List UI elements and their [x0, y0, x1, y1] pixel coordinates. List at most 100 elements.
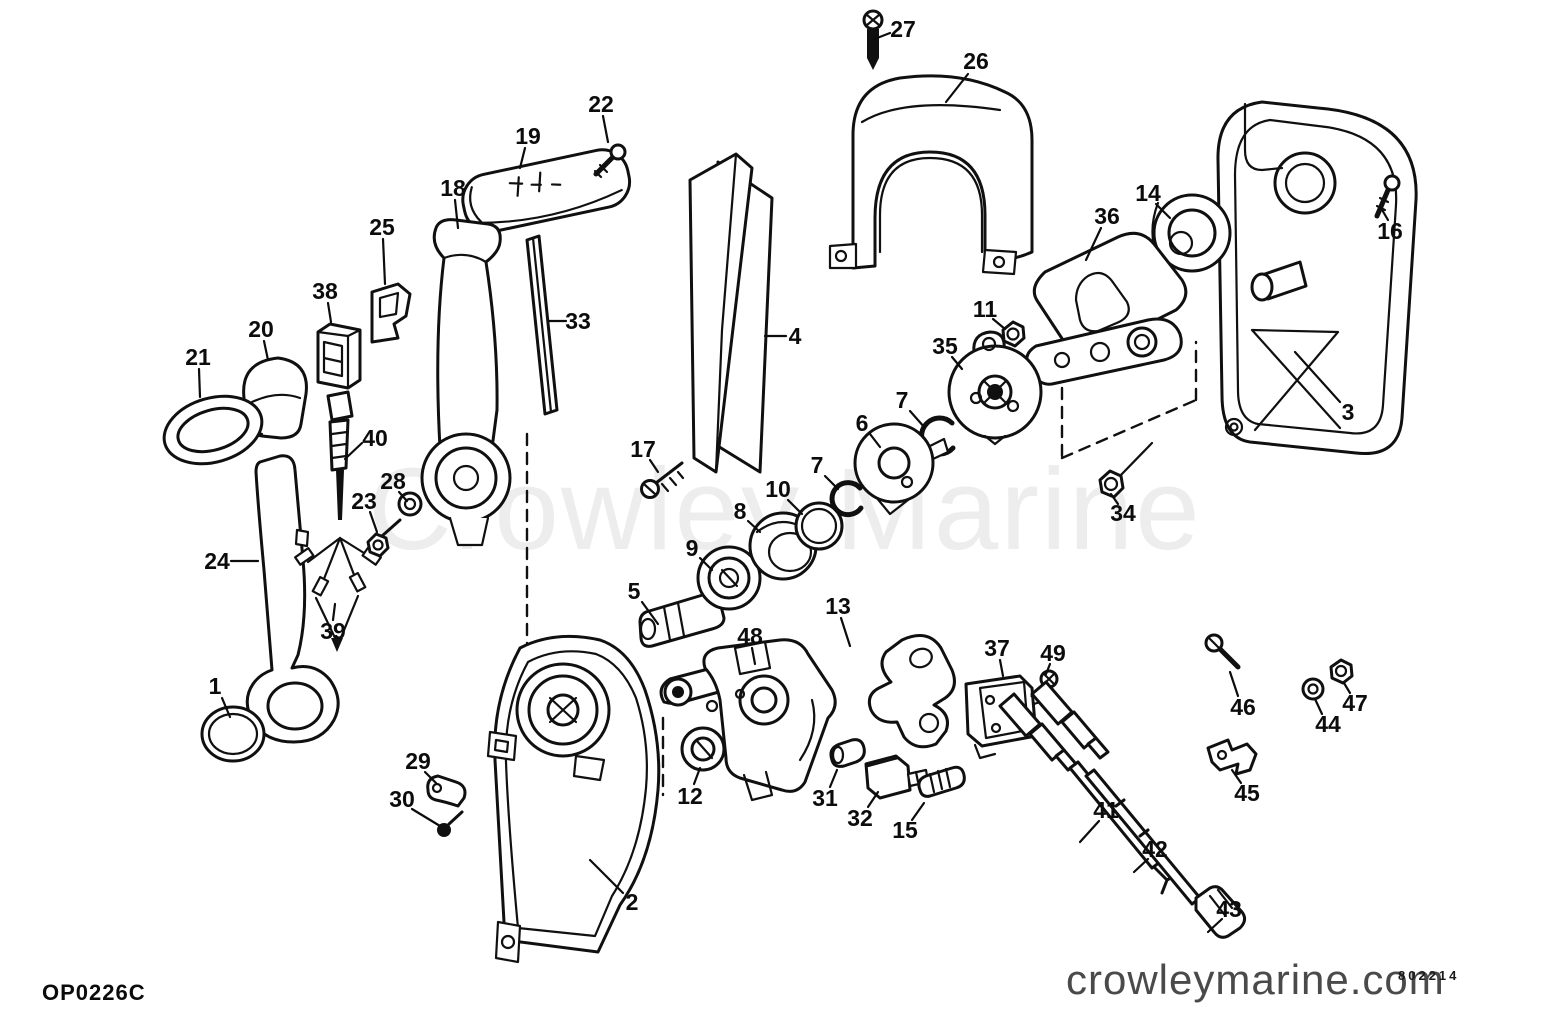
part-29-detent [426, 774, 467, 808]
callout-number: 7 [811, 452, 824, 478]
callout-8: 8 [734, 498, 762, 534]
callout-4: 4 [763, 323, 802, 349]
part-33-strip [525, 234, 559, 416]
callout-27: 27 [870, 16, 916, 42]
callout-number: 21 [185, 344, 211, 370]
part-11-nut [1001, 320, 1026, 348]
callout-number: 13 [825, 593, 851, 619]
callout-22: 22 [588, 91, 614, 144]
callout-number: 23 [351, 488, 377, 514]
callout-39: 39 [320, 602, 346, 644]
callout-leader-line [1109, 492, 1120, 506]
part-7-retaining-clip-lower [829, 480, 864, 518]
callout-number: 41 [1093, 797, 1119, 823]
callout-41: 41 [1078, 797, 1119, 844]
callout-10: 10 [765, 476, 804, 516]
part-38-rocker-switch [316, 322, 362, 390]
callout-number: 14 [1135, 180, 1161, 206]
callout-38: 38 [312, 278, 338, 324]
part-18-control-handle [420, 218, 512, 547]
part-3-right-housing [1216, 100, 1418, 456]
callout-leader-line [262, 339, 270, 362]
callout-37: 37 [984, 635, 1010, 678]
callout-number: 48 [737, 623, 763, 649]
callout-number: 28 [380, 468, 406, 494]
callout-leader-line [1228, 670, 1240, 698]
callout-leader-line [866, 790, 880, 809]
callout-leader-line [368, 510, 379, 534]
callout-leader-line [692, 766, 702, 786]
callout-leader-line [786, 498, 804, 516]
callout-leader-line [1132, 857, 1150, 874]
callout-number: 7 [896, 387, 909, 413]
callout-48: 48 [737, 623, 763, 666]
callout-leader-line [648, 458, 660, 474]
callout-33: 33 [547, 308, 591, 334]
callout-number: 6 [856, 410, 869, 436]
callout-leader-line [823, 474, 840, 491]
callout-16: 16 [1377, 206, 1403, 244]
callout-layer: 1234567789101112131415161718192021222324… [185, 16, 1403, 934]
callout-36: 36 [1084, 203, 1120, 262]
callout-leader-line [1078, 819, 1101, 844]
callout-number: 39 [320, 618, 346, 644]
part-48-throttle-arm-assembly [659, 638, 837, 802]
callout-leader-line [220, 696, 232, 719]
callout-number: 45 [1234, 780, 1260, 806]
part-22-screw [593, 143, 627, 179]
part-12-grommet [680, 726, 726, 772]
callout-9: 9 [686, 535, 714, 572]
part-32-block [864, 754, 930, 800]
part-44-washer [1301, 677, 1325, 701]
callout-number: 31 [812, 785, 838, 811]
callout-45: 45 [1230, 768, 1260, 806]
callout-number: 25 [369, 214, 395, 240]
callout-leader-line [950, 355, 964, 371]
part-steering-arm [1025, 317, 1183, 386]
callout-6: 6 [856, 410, 882, 449]
part-4-cover-plate [688, 152, 774, 474]
callout-leader-line [750, 646, 757, 666]
callout-leader-line [518, 146, 527, 170]
callout-leader-line [868, 432, 882, 449]
callout-number: 46 [1230, 694, 1256, 720]
callout-leader-line [397, 490, 409, 503]
callout-number: 33 [565, 308, 591, 334]
callout-leader-line [1230, 768, 1243, 785]
callout-7: 7 [811, 452, 840, 491]
callout-leader-line [601, 114, 610, 144]
callout-leader-line [423, 770, 438, 785]
callout-49: 49 [1040, 640, 1066, 676]
site-name-text: crowleymarine.com [1066, 956, 1445, 1003]
callout-number: 16 [1377, 218, 1403, 244]
callout-number: 29 [405, 748, 431, 774]
callout-leader-line [1206, 917, 1224, 934]
callout-number: 40 [362, 425, 388, 451]
callout-47: 47 [1342, 681, 1368, 716]
callout-leader-line [331, 602, 337, 622]
callout-leader-line [839, 616, 852, 648]
callout-leader-line [1379, 206, 1390, 222]
part-39-wire-spread [294, 536, 382, 652]
callout-number: 4 [789, 323, 802, 349]
part-24-handle-arm [245, 454, 340, 744]
part-26-rear-cover [828, 74, 1034, 276]
callout-19: 19 [515, 123, 541, 170]
part-6-cam-plate [853, 422, 950, 516]
callout-5: 5 [628, 578, 660, 626]
callout-leader-line [908, 409, 927, 430]
callout-35: 35 [932, 333, 964, 371]
callout-number: 26 [963, 48, 989, 74]
part-40-cable [326, 390, 354, 520]
part-9-bearing [696, 545, 762, 611]
shift-pattern-marks [508, 171, 562, 197]
part-15-spring-plug [917, 765, 966, 798]
stamp-number-text: 802214 [1398, 968, 1460, 983]
callout-number: 20 [248, 316, 274, 342]
callout-number: 22 [588, 91, 614, 117]
part-46-screw [1204, 633, 1241, 670]
callout-7: 7 [896, 387, 927, 430]
callout-29: 29 [405, 748, 438, 785]
